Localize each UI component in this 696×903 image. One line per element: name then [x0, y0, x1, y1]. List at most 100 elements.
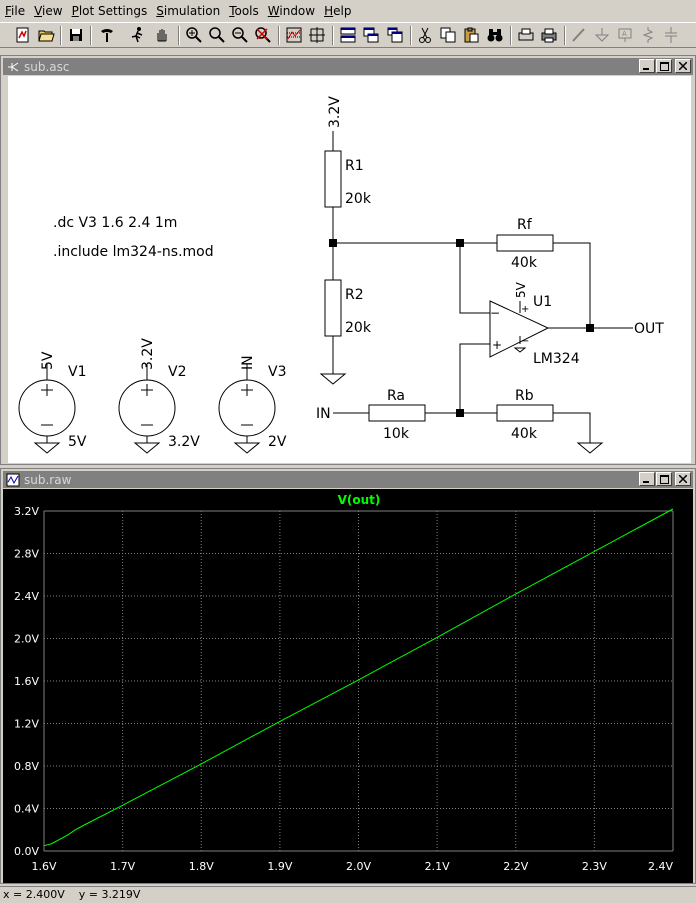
schematic-window-icon — [8, 62, 19, 71]
halt-hand-icon[interactable] — [151, 25, 172, 45]
x-tick-label: 2.4V — [648, 860, 673, 873]
plot-title: sub.raw — [24, 472, 72, 487]
y-tick-label: 0.8V — [14, 760, 39, 773]
menu-view[interactable]: View — [34, 4, 63, 18]
ra-name: Ra — [387, 388, 405, 404]
zoom-out-icon[interactable] — [229, 25, 250, 45]
label-net-icon[interactable]: A — [614, 25, 635, 45]
measure-icon[interactable] — [306, 25, 327, 45]
y-tick-label: 0.0V — [14, 845, 39, 858]
opamp-vminus-label: − — [521, 336, 529, 347]
r2-value: 20k — [345, 320, 372, 336]
rf-name: Rf — [517, 217, 533, 233]
menu-window[interactable]: Window — [267, 4, 316, 18]
ra-value: 10k — [383, 426, 410, 442]
r1-value: 20k — [345, 191, 372, 207]
x-tick-label: 2.0V — [346, 860, 371, 873]
tile-horizontal-icon[interactable] — [337, 25, 358, 45]
menu-plot-settings[interactable]: Plot Settings — [71, 4, 148, 18]
x-tick-label: 1.6V — [31, 860, 56, 873]
ground-r2 — [319, 373, 347, 385]
u1-value: LM324 — [533, 351, 580, 367]
rf-value: 40k — [511, 255, 538, 271]
minimize-button[interactable] — [639, 59, 655, 73]
svg-text:A: A — [622, 30, 627, 38]
waveform-plot[interactable]: V(out) 0.0V 0.4V 0.8V 1.2V 1.6V 2.0V 2.4V 2.8V 3… — [3, 489, 693, 883]
print-icon[interactable] — [538, 25, 559, 45]
y-tick-label: 1.2V — [14, 718, 39, 731]
rb-value: 40k — [511, 426, 538, 442]
include-directive[interactable]: .include lm324-ns.mod — [53, 244, 214, 260]
close-button[interactable] — [675, 59, 691, 73]
opamp-plus-label: + — [492, 338, 502, 352]
schematic-window: sub.asc — [0, 55, 696, 465]
schematic-titlebar: sub.asc — [3, 58, 693, 75]
plot-titlebar: sub.raw — [3, 471, 693, 488]
status-bar: x = 2.400V y = 3.219V — [0, 886, 696, 903]
y-tick-label: 2.8V — [14, 548, 39, 561]
menu-help[interactable]: Help — [324, 4, 352, 18]
v2-name: V2 — [168, 364, 186, 380]
maximize-button[interactable] — [656, 59, 672, 73]
x-tick-label: 2.1V — [425, 860, 450, 873]
y-tick-label: 0.4V — [14, 803, 39, 816]
y-tick-label: 1.6V — [14, 675, 39, 688]
run-icon[interactable] — [127, 25, 148, 45]
x-tick-label: 1.9V — [267, 860, 292, 873]
u1-name: U1 — [533, 294, 552, 310]
zoom-fit-icon[interactable] — [252, 25, 273, 45]
r2-name: R2 — [345, 287, 364, 303]
menu-bar: File View Plot Settings Simulation Tools Wind… — [0, 0, 696, 22]
trace-label[interactable]: V(out) — [338, 493, 381, 507]
cascade-icon[interactable] — [360, 25, 381, 45]
opamp-vplus-label: + — [521, 304, 529, 315]
x-tick-label: 1.8V — [189, 860, 214, 873]
copy-icon[interactable] — [437, 25, 458, 45]
schematic-canvas[interactable]: .dc V3 1.6 2.4 1m .include lm324-ns.mod … — [8, 76, 691, 463]
ground-rb — [576, 442, 604, 454]
control-panel-icon[interactable] — [96, 25, 117, 45]
find-binoculars-icon[interactable] — [484, 25, 505, 45]
schematic-title: sub.asc — [24, 59, 70, 74]
zoom-pan-icon[interactable] — [206, 25, 227, 45]
out-label: OUT — [634, 321, 664, 337]
vtop-label: 3.2V — [327, 96, 343, 128]
in-label: IN — [316, 406, 331, 422]
plot-maximize-button[interactable] — [656, 472, 672, 486]
save-icon[interactable] — [65, 25, 86, 45]
print-setup-icon[interactable] — [515, 25, 536, 45]
zoom-in-icon[interactable] — [183, 25, 204, 45]
v2-value: 3.2V — [168, 434, 200, 450]
lm324-opamp[interactable] — [489, 300, 550, 358]
tile-vertical-icon[interactable] — [384, 25, 405, 45]
dc-directive[interactable]: .dc V3 1.6 2.4 1m — [53, 215, 177, 231]
menu-tools[interactable]: Tools — [229, 4, 259, 18]
v3-name: V3 — [268, 364, 286, 380]
cut-icon[interactable] — [414, 25, 435, 45]
new-schematic-icon[interactable] — [12, 25, 33, 45]
x-tick-label: 2.3V — [582, 860, 607, 873]
menu-simulation[interactable]: Simulation — [156, 4, 221, 18]
ground-icon[interactable] — [591, 25, 612, 45]
v1-name: V1 — [68, 364, 86, 380]
v1-top-label: 5V — [40, 351, 56, 370]
v2-top-label: 3.2V — [140, 338, 156, 370]
draw-wire-icon[interactable] — [568, 25, 589, 45]
rb-name: Rb — [515, 388, 534, 404]
plot-minimize-button[interactable] — [639, 472, 655, 486]
autorange-icon[interactable] — [283, 25, 304, 45]
plot-close-button[interactable] — [675, 472, 691, 486]
capacitor-icon[interactable] — [660, 25, 681, 45]
x-tick-label: 1.7V — [110, 860, 135, 873]
open-folder-icon[interactable] — [35, 25, 56, 45]
paste-icon[interactable] — [460, 25, 481, 45]
opamp-minus-label: − — [490, 306, 500, 320]
u1-power-label: 5V — [514, 281, 528, 298]
x-tick-label: 2.2V — [503, 860, 528, 873]
r1-name: R1 — [345, 158, 364, 174]
y-tick-label: 2.4V — [14, 590, 39, 603]
y-tick-label: 3.2V — [14, 505, 39, 518]
menu-file[interactable]: File — [5, 4, 26, 18]
resistor-icon[interactable] — [637, 25, 658, 45]
vout-trace[interactable] — [43, 508, 674, 847]
